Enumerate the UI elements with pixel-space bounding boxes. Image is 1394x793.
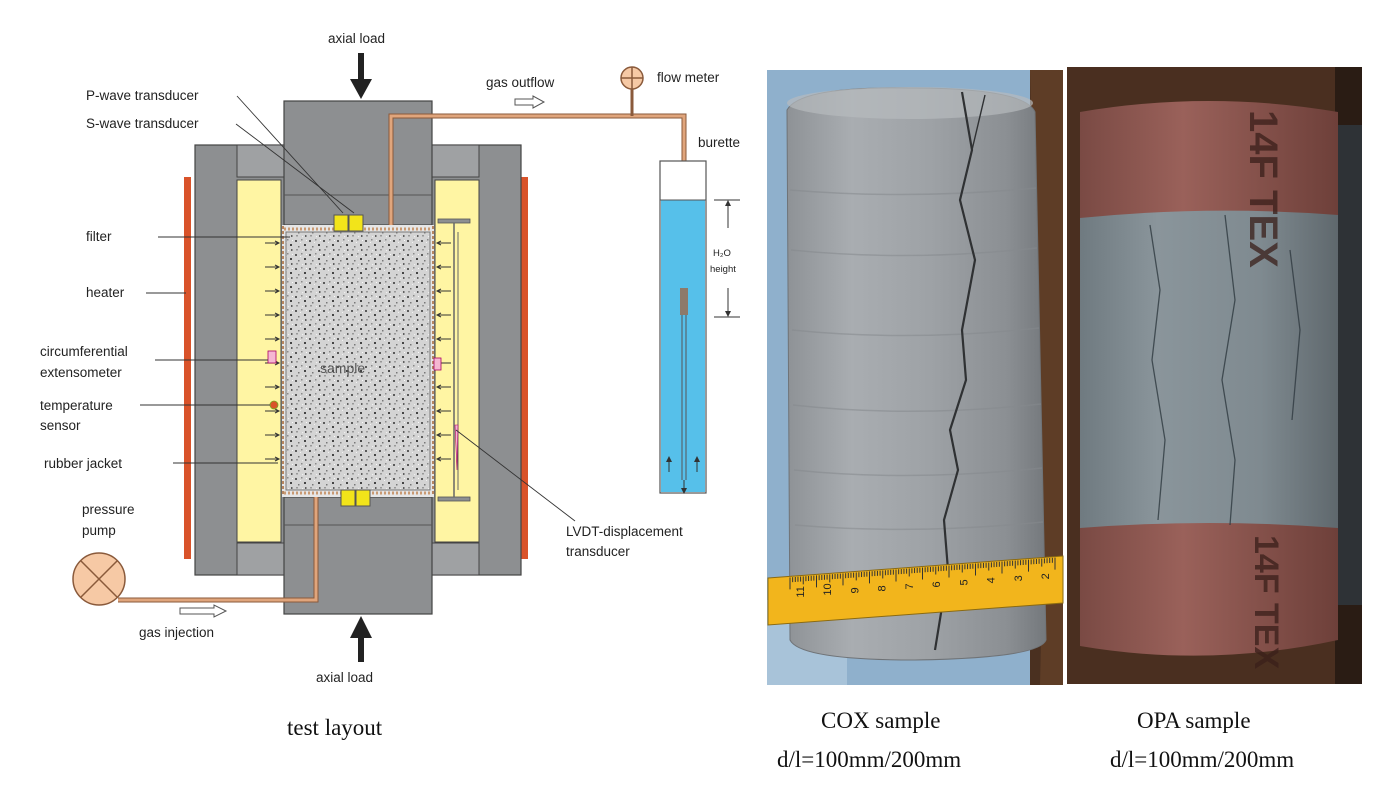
label-lvdt: LVDT-displacement (566, 524, 683, 539)
p-wave-transducer (333, 214, 349, 232)
bottom-transducer-1 (340, 489, 356, 507)
label-h2o: H₂O (713, 248, 731, 259)
outer-inner-right-b (430, 542, 480, 576)
test-layout-diagram: axial load axial load gas outflow flow m… (40, 31, 740, 740)
ruler-number: 11 (795, 586, 807, 597)
label-filter: filter (86, 229, 112, 244)
pressure-arrow (265, 240, 281, 246)
caption-test-layout: test layout (287, 715, 383, 740)
sample-core (285, 231, 431, 491)
cox-fracture (933, 91, 977, 651)
pressure-arrow (435, 384, 451, 390)
pressure-arrow (435, 312, 451, 318)
burette-water (661, 200, 705, 492)
label-s-wave-transducer: S-wave transducer (86, 116, 199, 131)
label-flow-meter: flow meter (657, 70, 720, 85)
ruler-number: 7 (904, 583, 916, 589)
label-axial-load-bottom: axial load (316, 670, 373, 685)
pressure-pump-icon (72, 552, 126, 606)
label-height: height (710, 264, 736, 275)
s-wave-transducer (348, 214, 364, 232)
opa-jacket-top (1080, 101, 1338, 218)
cox-ruler: 11 10 9 8 7 6 5 4 3 2 (767, 555, 1064, 626)
opa-jacket-text-top: 14F TEX (1241, 110, 1285, 268)
label-gas-injection: gas injection (139, 625, 214, 640)
oil-chamber-right (434, 179, 480, 543)
label-extensometer: extensometer (40, 365, 122, 380)
ruler-number: 3 (1013, 575, 1025, 581)
label-sample: sample (320, 360, 365, 376)
opa-sample-photo: 14F TEX 14F TEX OPA sample d/l=100mm/200… (1067, 67, 1362, 772)
pressure-arrow (265, 456, 281, 462)
pressure-arrows (265, 240, 451, 462)
cox-dims: d/l=100mm/200mm (777, 747, 961, 772)
gas-outflow-arrow (514, 95, 546, 109)
outer-inner-left-b (236, 542, 286, 576)
label-sensor: sensor (40, 418, 81, 433)
pressure-arrow (265, 312, 281, 318)
pressure-arrow (435, 432, 451, 438)
pressure-arrow (265, 288, 281, 294)
label-heater: heater (86, 285, 125, 300)
opa-core (1080, 205, 1338, 535)
bottom-transducer-2 (355, 489, 371, 507)
ruler-number: 2 (1040, 573, 1052, 579)
pressure-arrow (435, 408, 451, 414)
axial-load-arrow-bottom (350, 616, 372, 662)
burette (659, 160, 740, 494)
label-p-wave-transducer: P-wave transducer (86, 88, 199, 103)
ruler-number: 8 (877, 585, 889, 591)
gas-injection-arrow (179, 604, 228, 618)
outer-inner-right (430, 144, 480, 178)
label-gas-outflow: gas outflow (486, 75, 555, 90)
opa-jacket-text-bottom: 14F TEX (1247, 535, 1285, 669)
cox-sample-photo: 11 10 9 8 7 6 5 4 3 2 COX sample d/l=100mm/200mm (767, 70, 1064, 772)
pressure-arrow (265, 384, 281, 390)
ruler-number: 10 (822, 583, 834, 595)
leader-lines (140, 95, 576, 522)
label-circumferential: circumferential (40, 344, 128, 359)
outer-inner-left (236, 144, 286, 178)
label-rubber-jacket: rubber jacket (44, 456, 122, 471)
label-pump: pump (82, 523, 116, 538)
cox-title: COX sample (821, 708, 940, 733)
temperature-sensor (269, 400, 279, 410)
label-burette: burette (698, 135, 740, 150)
pressure-arrow (435, 336, 451, 342)
ruler-number: 4 (986, 577, 998, 583)
opa-dims: d/l=100mm/200mm (1110, 747, 1294, 772)
label-pressure: pressure (82, 502, 135, 517)
ruler-number: 9 (849, 587, 861, 593)
pressure-arrow (435, 264, 451, 270)
pressure-arrow (435, 456, 451, 462)
pressure-arrow (265, 408, 281, 414)
pressure-arrow (265, 432, 281, 438)
ruler-number: 6 (931, 581, 943, 587)
label-temperature: temperature (40, 398, 113, 413)
heater-left (184, 177, 191, 559)
pressure-arrow (435, 240, 451, 246)
opa-jacket-bottom (1080, 523, 1338, 656)
pressure-arrow (265, 264, 281, 270)
flow-meter-icon (620, 66, 644, 116)
top-piston (283, 100, 433, 226)
circumferential-extensometer-right (433, 357, 442, 371)
label-lvdt-transducer: transducer (566, 544, 630, 559)
lvdt-transducer (437, 218, 471, 502)
axial-load-arrow-top (350, 53, 372, 99)
opa-title: OPA sample (1137, 708, 1251, 733)
bottom-piston (283, 496, 433, 615)
pressure-arrow (265, 336, 281, 342)
heater-right (521, 177, 528, 559)
pressure-arrow (435, 288, 451, 294)
circumferential-extensometer-left (267, 350, 277, 364)
label-axial-load-top: axial load (328, 31, 385, 46)
ruler-number: 5 (958, 579, 970, 585)
